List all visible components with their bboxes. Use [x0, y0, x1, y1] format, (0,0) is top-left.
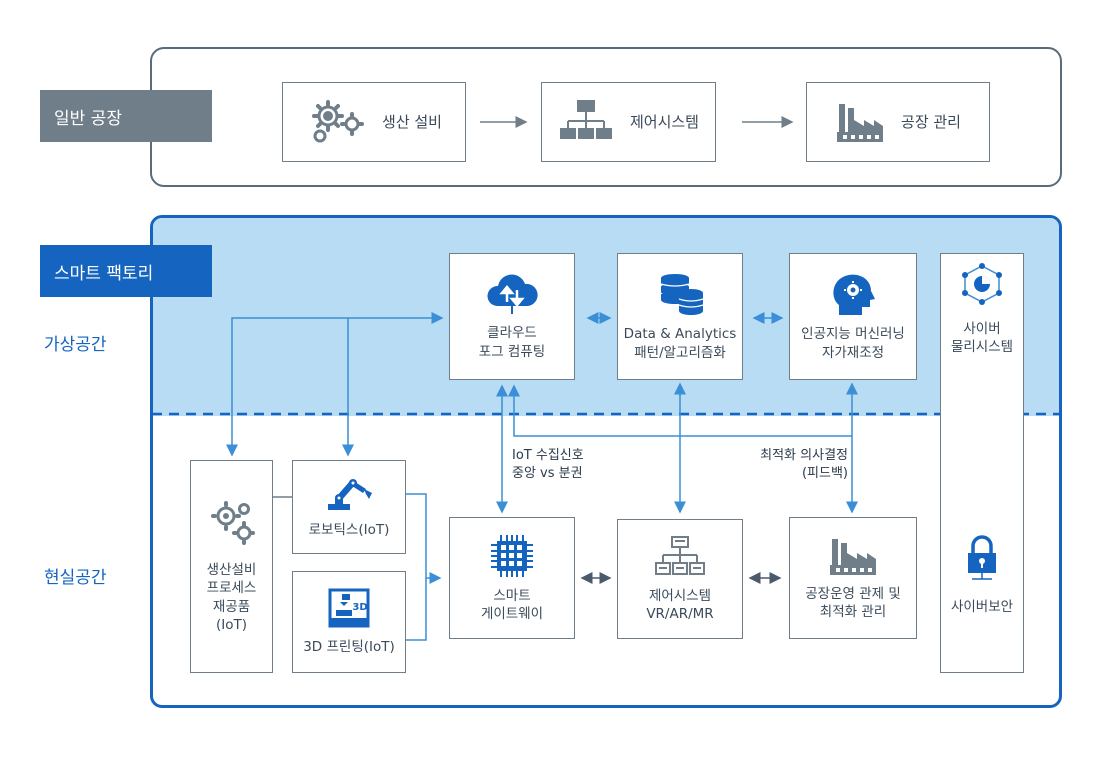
- cloud-computing-label: 클라우드 포그 컴퓨팅: [478, 325, 546, 360]
- 3d-badge-text: 3D: [352, 602, 367, 613]
- control-system-box: 제어시스템: [541, 82, 716, 162]
- factory-icon: [830, 538, 876, 575]
- cyber-physical-box: 사이버 물리시스템: [940, 262, 1024, 356]
- general-factory-tag: 일반 공장: [40, 90, 212, 142]
- real-control-system-label: 제어시스템 VR/AR/MR: [646, 587, 714, 622]
- cyber-security-box: 사이버보안: [940, 535, 1024, 615]
- control-system-label: 제어시스템: [629, 112, 699, 131]
- real-control-system-box: 제어시스템 VR/AR/MR: [617, 519, 743, 639]
- decision-annotation: 최적화 의사결정 (피드백): [760, 448, 848, 481]
- virtual-space-label: 가상공간: [44, 335, 107, 355]
- data-analytics-box: Data & Analytics 패턴/알고리즘화: [617, 253, 743, 380]
- equipment-process-label: 생산설비 프로세스 재공품 (IoT): [206, 562, 257, 633]
- equipment-process-box: 생산설비 프로세스 재공품 (IoT): [190, 460, 273, 673]
- 3d-printer-icon: 3D: [328, 588, 370, 628]
- ai-machine-learning-box: 인공지능 머신러닝 자가재조정: [789, 253, 917, 380]
- chip-icon: [491, 534, 533, 577]
- factory-management-box: 공장 관리: [806, 82, 990, 162]
- ai-head-icon: [833, 274, 875, 316]
- smart-factory-frame: [150, 215, 1062, 708]
- production-equipment-box: 생산 설비: [282, 82, 466, 162]
- factory-operation-label: 공장운영 관제 및 최적화 관리: [805, 585, 901, 620]
- 3d-printing-label: 3D 프린팅(IoT): [303, 638, 395, 655]
- hierarchy-icon: [559, 100, 612, 139]
- ai-machine-learning-label: 인공지능 머신러닝 자가재조정: [801, 326, 905, 361]
- cyber-security-label: 사이버보안: [950, 599, 1014, 615]
- factory-operation-box: 공장운영 관제 및 최적화 관리: [789, 517, 917, 639]
- virtual-space-band: [153, 218, 1059, 416]
- smart-gateway-label: 스마트 게이트웨이: [480, 587, 544, 622]
- 3d-printing-box: 3D 3D 프린팅(IoT): [292, 571, 406, 673]
- smart-factory-tag: 스마트 팩토리: [40, 245, 212, 297]
- factory-icon: [837, 104, 884, 142]
- database-icon: [660, 274, 704, 316]
- hierarchy-icon: [655, 535, 705, 575]
- cloud-computing-box: 클라우드 포그 컴퓨팅: [449, 253, 575, 380]
- data-analytics-label: Data & Analytics 패턴/알고리즘화: [623, 326, 737, 361]
- lock-icon: [968, 535, 996, 580]
- gears-icon: [312, 100, 365, 143]
- network-icon: [962, 263, 1002, 305]
- cloud-sync-icon: [487, 274, 538, 315]
- production-equipment-label: 생산 설비: [382, 112, 442, 131]
- factory-management-label: 공장 관리: [901, 112, 961, 131]
- robotics-label: 로보틱스(IoT): [308, 521, 390, 538]
- cyber-physical-label: 사이버 물리시스템: [950, 321, 1014, 356]
- robotics-box: 로보틱스(IoT): [292, 460, 406, 554]
- iot-signal-annotation: IoT 수집신호 중앙 vs 분권: [512, 448, 584, 481]
- gears-icon: [210, 501, 255, 546]
- cyber-physical-column: [940, 253, 1024, 673]
- smart-gateway-box: 스마트 게이트웨이: [449, 517, 575, 639]
- real-space-label: 현실공간: [44, 568, 107, 588]
- robot-arm-icon: [328, 478, 372, 510]
